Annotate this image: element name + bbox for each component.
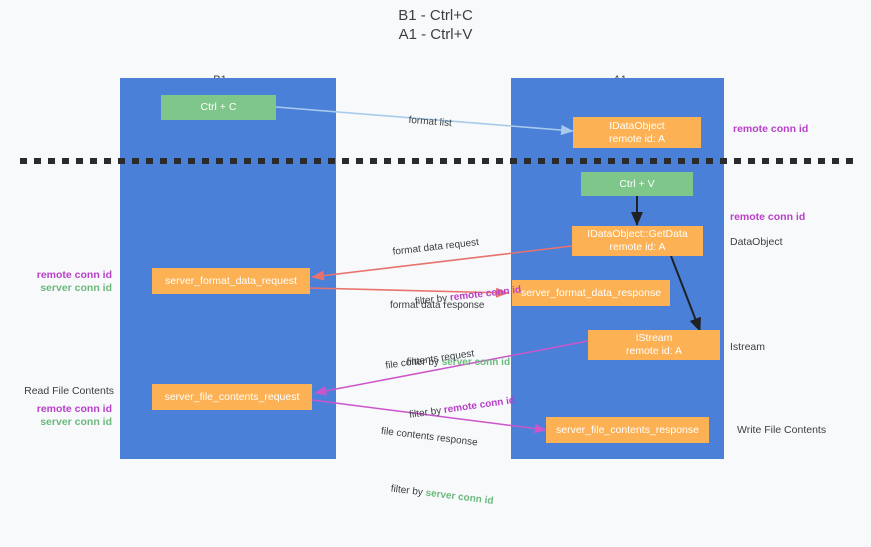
edge-label-format-list-text: format list <box>408 114 453 130</box>
label-remote-conn-id-mid: remote conn id <box>730 211 806 223</box>
box-istream-label: IStream remote id: A <box>625 332 683 357</box>
box-idataobject-label: IDataObject remote id: A <box>608 119 666 145</box>
box-server-format-data-request[interactable]: server_format_data_request <box>152 268 310 294</box>
edge-label-file-contents-response-text: file contents response <box>380 425 479 449</box>
edge-label-format-data-response-filter-key: server conn id <box>441 357 511 368</box>
edge-label-format-data-response: format data response filter by server co… <box>390 273 510 408</box>
box-server-file-contents-response-label: server_file_contents_response <box>555 423 699 436</box>
box-idataobject-getdata[interactable]: IDataObject::GetData remote id: A <box>572 226 703 256</box>
box-ctrl-c[interactable]: Ctrl + C <box>161 95 276 120</box>
edge-label-format-data-response-text: format data response <box>390 300 485 311</box>
label-left-server-conn-id-1: server conn id <box>40 282 112 294</box>
label-left-remote-conn-id-2: remote conn id <box>36 403 112 415</box>
box-server-file-contents-request-label: server_file_contents_request <box>164 390 300 403</box>
box-server-format-data-request-label: server_format_data_request <box>165 274 297 287</box>
label-write-file-contents: Write File Contents <box>737 424 827 436</box>
diagram-canvas: B1 - Ctrl+C A1 - Ctrl+V B1 connection A1… <box>20 7 856 507</box>
box-server-format-data-response-label: server_format_data_response <box>520 286 662 299</box>
box-server-format-data-response[interactable]: server_format_data_response <box>512 280 670 306</box>
box-istream[interactable]: IStream remote id: A <box>588 330 720 360</box>
label-istream: Istream <box>730 341 766 353</box>
page-title: B1 - Ctrl+C A1 - Ctrl+V <box>398 7 473 43</box>
label-read-file-contents: Read File Contents <box>24 385 114 397</box>
box-ctrl-v[interactable]: Ctrl + V <box>581 172 693 196</box>
box-server-file-contents-response[interactable]: server_file_contents_response <box>546 417 709 443</box>
edge-label-format-list: format list <box>396 100 453 143</box>
edge-label-format-data-response-filter-pre: filter by <box>406 357 442 368</box>
box-server-file-contents-request[interactable]: server_file_contents_request <box>152 384 312 410</box>
label-left-remote-conn-id-1: remote conn id <box>36 269 112 281</box>
label-left-server-conn-id-2: server conn id <box>40 416 112 428</box>
label-remote-conn-id-top: remote conn id <box>733 123 809 135</box>
box-idataobject[interactable]: IDataObject remote id: A <box>573 117 701 148</box>
edge-label-format-data-request-text: format data request <box>392 237 480 258</box>
edge-label-file-contents-response-filter-key: server conn id <box>424 487 495 507</box>
edge-label-file-contents-request-text: file contents request <box>384 348 475 372</box>
box-idataobject-getdata-label: IDataObject::GetData remote id: A <box>587 228 688 253</box>
edge-label-file-contents-response-filter-pre: filter by <box>390 483 427 499</box>
edge-label-file-contents-response: file contents response filter by server … <box>369 399 504 547</box>
label-data-object: DataObject <box>730 236 783 248</box>
